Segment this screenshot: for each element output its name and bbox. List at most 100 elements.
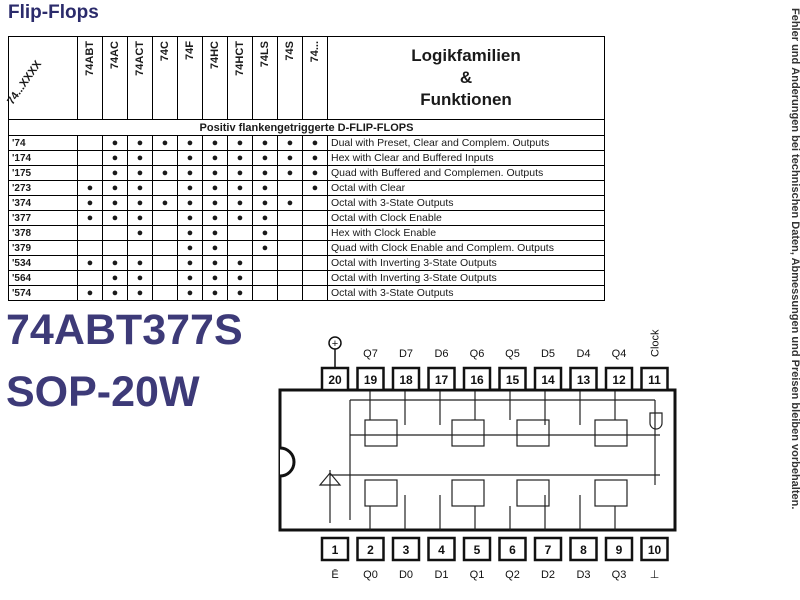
availability-dot: ●: [277, 165, 303, 181]
availability-dot: ●: [277, 135, 303, 151]
pin-label: ⊥: [650, 569, 660, 581]
availability-dot: ●: [227, 195, 253, 211]
availability-dot: ●: [202, 285, 228, 301]
empty-cell: [302, 285, 328, 301]
availability-dot: ●: [177, 150, 203, 166]
pin-box: [427, 536, 456, 562]
availability-dot: ●: [127, 255, 153, 271]
family-label: 74AC: [109, 41, 121, 70]
package-name: SOP-20W: [6, 368, 200, 416]
empty-cell: [152, 150, 178, 166]
type-cell: '377: [8, 210, 78, 226]
family-label: 74HCT: [234, 41, 246, 76]
availability-dot: ●: [252, 225, 278, 241]
pin-label: D7: [399, 348, 413, 360]
empty-cell: [252, 285, 278, 301]
availability-dot: ●: [127, 270, 153, 286]
availability-dot: ●: [152, 165, 178, 181]
availability-dot: ●: [252, 210, 278, 226]
availability-dot: ●: [252, 165, 278, 181]
availability-dot: ●: [152, 195, 178, 211]
empty-cell: [152, 240, 178, 256]
empty-cell: [77, 270, 103, 286]
availability-dot: ●: [227, 210, 253, 226]
pin-box: [604, 536, 634, 562]
family-header: 74...: [302, 36, 328, 120]
availability-dot: ●: [127, 180, 153, 196]
family-label: 74HC: [209, 41, 221, 70]
description-cell: Hex with Clock Enable: [327, 225, 605, 241]
description-cell: Quad with Clock Enable and Complem. Outp…: [327, 240, 605, 256]
pin-box: [498, 366, 527, 392]
flipflop-block: [451, 479, 485, 507]
family-header: 74S: [277, 36, 303, 120]
pin-box: [391, 366, 421, 392]
availability-dot: ●: [127, 150, 153, 166]
availability-dot: ●: [252, 150, 278, 166]
family-header: 74ACT: [127, 36, 153, 120]
availability-dot: ●: [202, 255, 228, 271]
and-gate-icon: [649, 412, 663, 430]
availability-dot: ●: [202, 240, 228, 256]
pin-label: D4: [576, 348, 590, 360]
table-row: '564●●●●●Octal with Inverting 3-State Ou…: [8, 270, 605, 286]
availability-dot: ●: [177, 255, 203, 271]
availability-dot: ●: [277, 150, 303, 166]
availability-dot: ●: [152, 135, 178, 151]
availability-dot: ●: [252, 180, 278, 196]
type-cell: '378: [8, 225, 78, 241]
empty-cell: [152, 255, 178, 271]
availability-dot: ●: [302, 165, 328, 181]
flipflop-block: [516, 479, 550, 507]
empty-cell: [277, 210, 303, 226]
availability-dot: ●: [102, 270, 128, 286]
pin-box: [604, 366, 634, 392]
pin-label: Q1: [470, 569, 485, 581]
empty-cell: [277, 255, 303, 271]
table-row: '374●●●●●●●●●Octal with 3-State Outputs: [8, 195, 605, 211]
pin-label: D6: [434, 348, 448, 360]
availability-dot: ●: [252, 135, 278, 151]
availability-dot: ●: [227, 180, 253, 196]
availability-dot: ●: [227, 135, 253, 151]
pin-label: Q5: [505, 348, 520, 360]
description-cell: Octal with 3-State Outputs: [327, 285, 605, 301]
part-number: 74ABT377S: [6, 306, 243, 354]
empty-cell: [302, 195, 328, 211]
empty-cell: [227, 225, 253, 241]
table-row: '534●●●●●●Octal with Inverting 3-State O…: [8, 255, 605, 271]
family-label: 74C: [159, 41, 171, 62]
chip-body: [278, 388, 677, 532]
pin-label: D0: [399, 569, 413, 581]
type-cell: '74: [8, 135, 78, 151]
availability-dot: ●: [127, 285, 153, 301]
empty-cell: [152, 285, 178, 301]
availability-dot: ●: [177, 165, 203, 181]
type-cell: '174: [8, 150, 78, 166]
availability-dot: ●: [177, 195, 203, 211]
pin-number: 1: [332, 543, 339, 557]
pin-number: 6: [509, 543, 516, 557]
availability-dot: ●: [227, 165, 253, 181]
availability-dot: ●: [77, 255, 103, 271]
empty-cell: [152, 270, 178, 286]
availability-dot: ●: [302, 135, 328, 151]
pin-label: D1: [434, 569, 448, 581]
availability-dot: ●: [202, 165, 228, 181]
empty-cell: [252, 255, 278, 271]
section-row: Positiv flankengetriggerte D-FLIP-FLOPS: [8, 119, 605, 136]
flipflop-block: [451, 419, 485, 447]
availability-dot: ●: [77, 180, 103, 196]
family-header: 74HC: [202, 36, 228, 120]
empty-cell: [302, 210, 328, 226]
availability-dot: ●: [177, 180, 203, 196]
family-header: 74LS: [252, 36, 278, 120]
pin-box: [427, 366, 456, 392]
table-row: '174●●●●●●●●Hex with Clear and Buffered …: [8, 150, 605, 166]
pin-box: [462, 536, 492, 562]
description-cell: Quad with Buffered and Complemen. Output…: [327, 165, 605, 181]
availability-dot: ●: [202, 210, 228, 226]
empty-cell: [102, 225, 128, 241]
empty-cell: [302, 270, 328, 286]
